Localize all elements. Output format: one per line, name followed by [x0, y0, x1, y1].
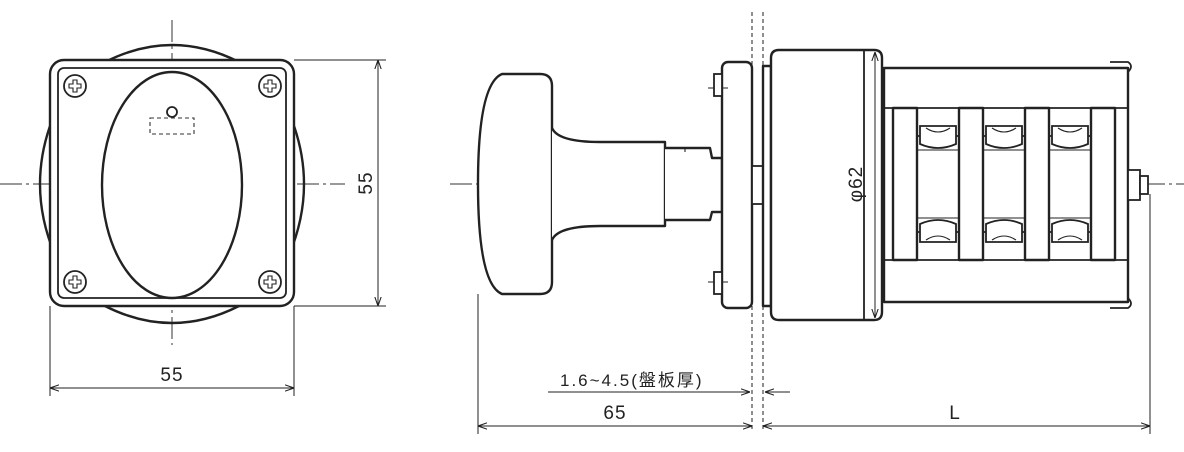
- bezel-screw-top: [713, 73, 723, 97]
- end-clip-bottom: [1110, 297, 1132, 309]
- terminal-bottom-3-icon: [1051, 219, 1089, 243]
- front-width-label: 55: [160, 365, 183, 386]
- rear-body-top-arc: [104, 43, 240, 64]
- body-length-label: L: [949, 403, 961, 424]
- front-height-label: 55: [356, 171, 377, 194]
- knob-head: [476, 72, 554, 296]
- screw-top-left-icon: [63, 74, 87, 98]
- front-view: 55 55: [0, 20, 386, 396]
- indicator-dot: [166, 106, 178, 118]
- side-view: φ62: [450, 12, 1184, 434]
- knob-stem: [550, 127, 667, 241]
- terminal-top-2-icon: [985, 125, 1023, 149]
- terminal-bottom-1-icon: [919, 219, 957, 243]
- deck-plate-2: [957, 106, 985, 262]
- knob-oval: [100, 70, 244, 300]
- contact-decks: [884, 106, 1128, 262]
- knob-depth-label: 65: [603, 403, 626, 424]
- terminal-top-1-icon: [919, 125, 957, 149]
- end-clip-top: [1110, 61, 1132, 73]
- rear-nut: [1127, 169, 1141, 201]
- rear-bolt: [1139, 175, 1149, 195]
- deck-plate-3: [1023, 106, 1051, 262]
- screw-top-right-icon: [258, 74, 282, 98]
- diameter-label: φ62: [846, 166, 867, 202]
- front-bezel: [720, 60, 754, 310]
- screw-bottom-right-icon: [258, 270, 282, 294]
- rear-body-bottom-arc: [104, 304, 240, 325]
- terminal-top-3-icon: [1051, 125, 1089, 149]
- bezel-screw-bottom: [713, 271, 723, 295]
- deck-plate-1: [891, 106, 919, 262]
- deck-plate-4: [1089, 106, 1117, 262]
- main-body: [769, 48, 884, 322]
- panel-thickness-label: 1.6~4.5(盤板厚): [560, 371, 704, 390]
- panel-thru-shaft: [751, 165, 764, 205]
- screw-bottom-left-icon: [63, 270, 87, 294]
- hidden-indicator-slot: [149, 117, 195, 135]
- terminal-bottom-2-icon: [985, 219, 1023, 243]
- shaft: [665, 146, 724, 222]
